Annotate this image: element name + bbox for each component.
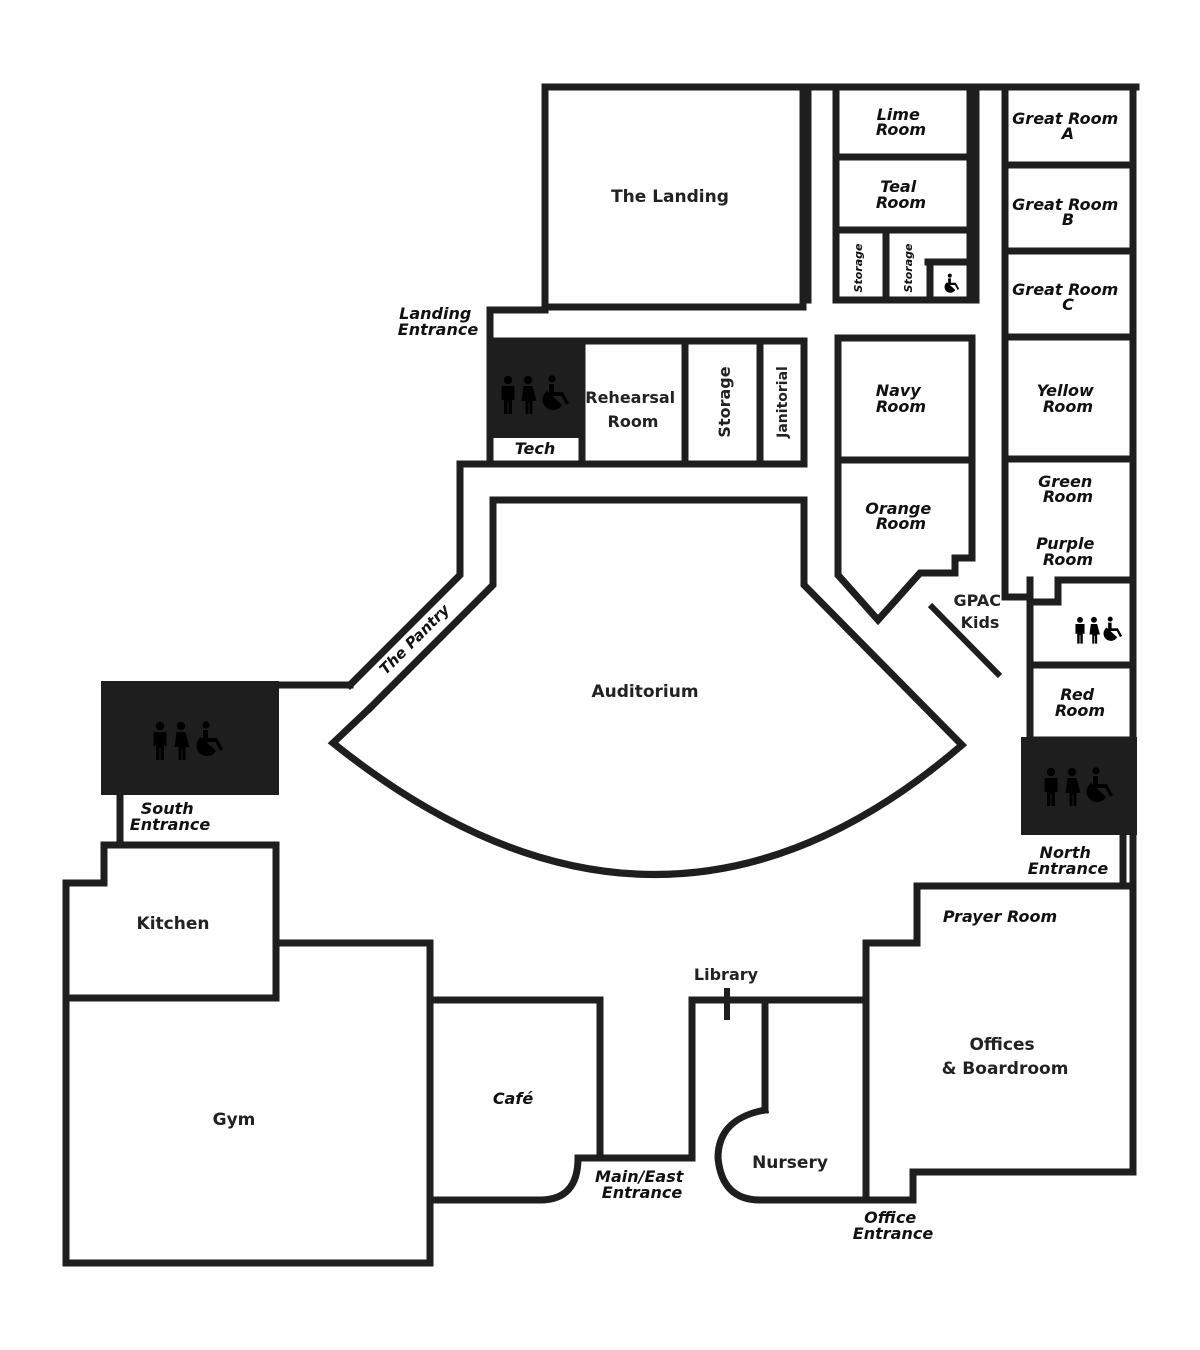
south-entrance-label: South Entrance [130,799,211,834]
wheelchair-icon [1103,616,1123,641]
lime-room-label: Lime Room [876,105,926,139]
storage-small-label-1: Storage [852,243,865,292]
teal-room-label: Teal Room [876,177,926,212]
wheelchair-icon [944,273,960,293]
orange-room [834,456,976,626]
nursery-label: Nursery [752,1153,828,1173]
cafe-label: Café [493,1089,534,1108]
gym-label: Gym [213,1110,256,1130]
storage-small-label-2: Storage [902,243,915,292]
library-label: Library [694,965,759,984]
red-room-label: Red Room [1055,685,1105,720]
great-room-b-label: Great Room B [1012,195,1124,229]
tech-label: Tech [515,439,556,458]
library [688,996,870,1162]
office-entrance-label: Office Entrance [853,1208,934,1243]
north-restroom-block [1021,737,1137,835]
janitorial-room [756,337,808,468]
restroom-icon [1075,616,1100,644]
navy-room-label: Navy Room [876,381,927,416]
yellow-room-label: Yellow Room [1037,381,1100,416]
storage-label: Storage [715,366,734,437]
gym [62,939,434,1267]
purple-room-label: Purple Room [1036,534,1100,569]
main-east-entrance-label: Main/East Entrance [595,1167,689,1202]
south-restroom-block [101,681,279,795]
great-room-a-label: Great Room A [1012,109,1124,143]
landing-entrance-label: Landing Entrance [398,304,479,339]
kitchen-label: Kitchen [137,914,210,934]
the-pantry-corridor [345,460,494,690]
janitorial-label: Janitorial [775,366,791,439]
auditorium [327,496,968,878]
rehearsal-room-label: Rehearsal Room [585,388,680,431]
north-entrance-label: North Entrance [1028,843,1109,878]
offices-boardroom-label: Offices & Boardroom [942,1035,1069,1079]
nursery [714,1105,870,1204]
orange-room-label: Orange Room [865,499,937,533]
the-landing-label: The Landing [611,187,729,207]
green-room-label: Green Room [1038,472,1098,506]
great-room-c-label: Great Room C [1012,280,1124,314]
prayer-room-label: Prayer Room [943,907,1057,926]
gpac-kids-label: GPAC Kids [953,591,1006,632]
auditorium-label: Auditorium [591,682,698,702]
teal-room [832,153,974,234]
offices-boardroom [862,882,1137,1204]
